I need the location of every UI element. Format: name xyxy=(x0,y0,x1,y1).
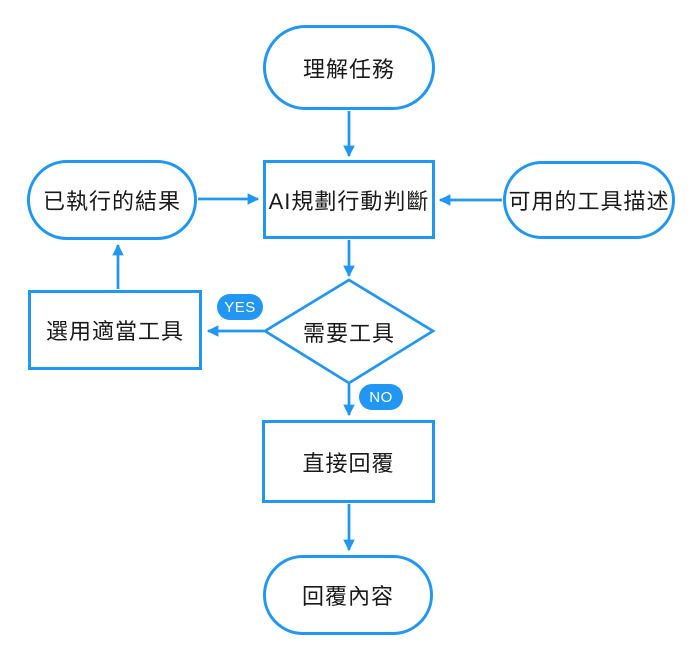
node-reply-content: 回覆內容 xyxy=(263,555,433,635)
node-executed-results: 已執行的結果 xyxy=(27,160,197,240)
node-available-tools-label: 可用的工具描述 xyxy=(508,189,670,214)
node-direct-reply-label: 直接回覆 xyxy=(302,450,395,476)
node-understand-task: 理解任務 xyxy=(263,25,435,110)
node-reply-content-label: 回覆內容 xyxy=(301,584,394,609)
node-need-tools-label-wrap: 需要工具 xyxy=(265,317,433,347)
node-need-tools-label: 需要工具 xyxy=(302,321,395,346)
node-available-tools: 可用的工具描述 xyxy=(503,161,675,239)
node-executed-results-label: 已執行的結果 xyxy=(42,189,181,214)
node-direct-reply: 直接回覆 xyxy=(262,420,435,503)
yes-edge-badge: YES xyxy=(217,294,263,320)
no-edge-badge: NO xyxy=(359,384,403,410)
yes-edge-badge-label: YES xyxy=(224,298,256,316)
node-ai-planning-label: AI規劃行動判斷 xyxy=(268,188,430,214)
no-edge-badge-label: NO xyxy=(369,388,393,406)
node-select-tool: 選用適當工具 xyxy=(28,290,202,370)
node-select-tool-label: 選用適當工具 xyxy=(45,319,184,344)
node-understand-task-label: 理解任務 xyxy=(302,56,395,82)
node-need-tools-diamond xyxy=(262,278,436,385)
node-ai-planning: AI規劃行動判斷 xyxy=(263,160,435,239)
